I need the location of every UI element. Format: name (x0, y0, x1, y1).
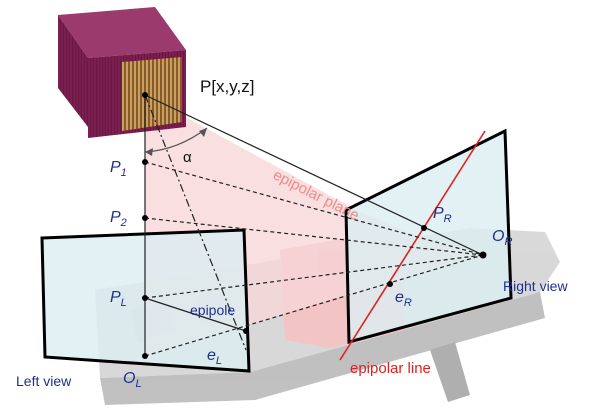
label-epipole: epipole (190, 302, 235, 318)
point-p1 (142, 159, 148, 165)
alpha-arrow-left (145, 148, 153, 156)
projection-rays (144, 94, 484, 357)
label-epipolar-line: epipolar line (350, 360, 431, 377)
point-er (387, 281, 393, 287)
label-pr: PR (433, 205, 452, 225)
point-p2 (142, 215, 148, 221)
baseline (144, 254, 484, 357)
point-ol (142, 353, 148, 359)
point-pr (421, 225, 427, 231)
label-left-view: Left view (16, 373, 72, 389)
epipole-segment (144, 297, 247, 332)
epipolar-line (339, 130, 486, 361)
point-pl (142, 295, 148, 301)
label-p1: P1 (110, 159, 127, 179)
label-pl: PL (110, 289, 127, 309)
label-er: eR (395, 289, 412, 309)
label-or: OR (492, 228, 512, 248)
label-p2: P2 (110, 209, 127, 229)
object-box (58, 7, 186, 138)
ray-dashdot (144, 94, 247, 351)
right-view-plane (344, 128, 513, 344)
alpha-arrow-right (199, 128, 207, 137)
ray-p1 (144, 161, 484, 256)
point-or (479, 251, 487, 259)
point-p (142, 92, 148, 98)
label-ol: OL (123, 370, 142, 390)
label-el: eL (207, 347, 222, 367)
label-alpha: α (183, 149, 192, 166)
ray-pl (144, 254, 484, 299)
ray-p2 (144, 217, 484, 256)
label-point: P[x,y,z] (200, 77, 254, 96)
point-el (243, 328, 249, 334)
label-right-view: Right view (503, 278, 568, 294)
